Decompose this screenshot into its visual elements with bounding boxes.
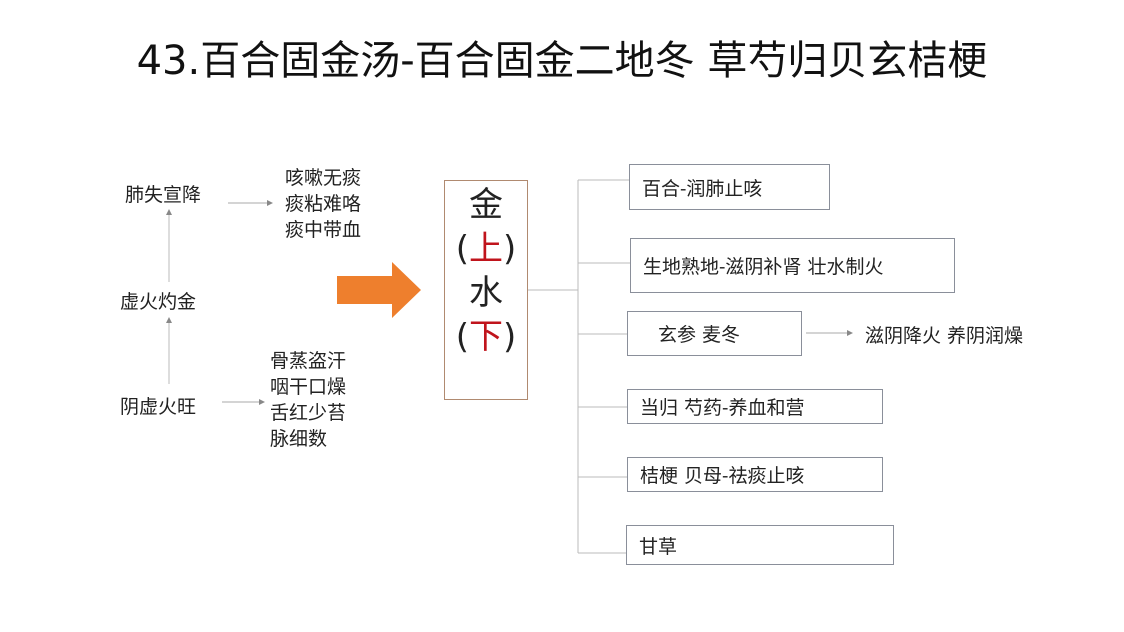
herb-box: 甘草 (626, 525, 894, 565)
cause-lung: 肺失宣降 (125, 184, 202, 206)
herb-box: 桔梗 贝母-祛痰止咳 (627, 457, 883, 492)
metal-char: 金 (469, 185, 503, 225)
herb-box: 百合-润肺止咳 (629, 164, 830, 210)
symptom: 咽干口燥 (270, 376, 347, 398)
up-char: 上 (469, 229, 503, 269)
herb-box: 生地熟地-滋阴补肾 壮水制火 (630, 238, 955, 293)
symptom: 痰粘难咯 (285, 193, 362, 215)
symptom: 痰中带血 (285, 219, 362, 241)
symptom: 咳嗽无痰 (285, 167, 362, 189)
symptom: 脉细数 (270, 428, 328, 450)
symptom: 骨蒸盗汗 (270, 350, 347, 372)
paren: ) (503, 229, 517, 269)
paren: ) (503, 317, 517, 357)
herb-box: 玄参 麦冬 (627, 311, 802, 356)
herb-box: 当归 芍药-养血和营 (627, 389, 883, 424)
center-box: 金 (上) 水 (下) (444, 180, 528, 400)
symptom: 舌红少苔 (270, 402, 347, 424)
orange-arrow-icon (337, 262, 421, 318)
page-title: 43.百合固金汤-百合固金二地冬 草芍归贝玄桔梗 (136, 38, 988, 84)
paren: ( (455, 229, 469, 269)
top-symptoms: 咳嗽无痰 痰粘难咯 痰中带血 (285, 165, 361, 243)
down-char: 下 (469, 317, 503, 357)
paren: ( (455, 317, 469, 357)
water-char: 水 (469, 273, 503, 313)
cause-fire: 虚火灼金 (120, 291, 197, 313)
cause-yin: 阴虚火旺 (120, 396, 197, 418)
bottom-symptoms: 骨蒸盗汗 咽干口燥 舌红少苔 脉细数 (270, 348, 346, 452)
herb-effect: 滋阴降火 养阴润燥 (865, 325, 1024, 347)
